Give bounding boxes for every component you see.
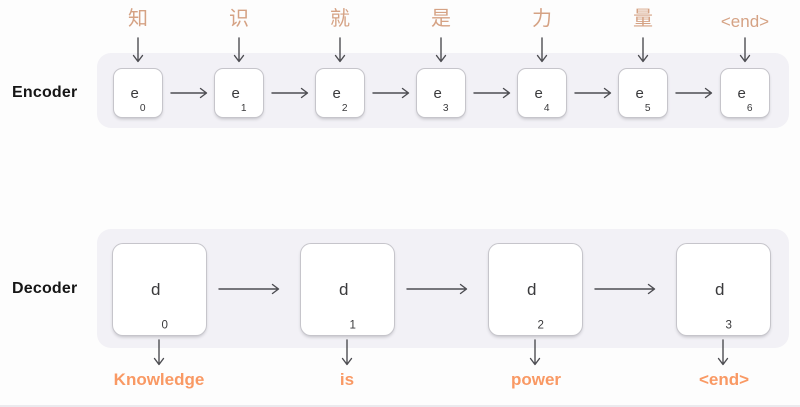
cell-label: e — [737, 84, 746, 102]
down-arrow-icon — [636, 37, 650, 63]
down-arrow-icon — [716, 339, 730, 366]
encoder-input-token: 就 — [330, 8, 350, 30]
cell-subscript: 0 — [139, 102, 146, 114]
right-arrow-icon — [372, 86, 410, 100]
right-arrow-icon — [675, 86, 713, 100]
right-arrow-icon — [271, 86, 309, 100]
encoder-input-token: 知 — [128, 8, 148, 30]
right-arrow-icon — [406, 282, 468, 296]
right-arrow-icon — [574, 86, 612, 100]
cell-label: e — [433, 84, 442, 102]
cell-label: d — [339, 279, 349, 299]
cell-label: e — [635, 84, 644, 102]
decoder-output-token: Knowledge — [113, 370, 205, 389]
cell-label: e — [534, 84, 543, 102]
cell-label: d — [151, 279, 161, 299]
decoder-output-token: power — [510, 370, 562, 389]
cell-label: e — [130, 84, 139, 102]
decoder-output-token: <end> — [698, 370, 750, 389]
right-arrow-icon — [218, 282, 280, 296]
down-arrow-icon — [152, 339, 166, 366]
cell-label: d — [527, 279, 537, 299]
cell-subscript: 6 — [746, 102, 753, 114]
cell-subscript: 1 — [240, 102, 247, 114]
cell-subscript: 5 — [644, 102, 651, 114]
cell-subscript: 4 — [543, 102, 550, 114]
cell-subscript: 0 — [161, 319, 168, 332]
right-arrow-icon — [473, 86, 511, 100]
encoder-input-token: 力 — [532, 8, 552, 30]
right-arrow-icon — [594, 282, 656, 296]
right-arrow-icon — [170, 86, 208, 100]
down-arrow-icon — [434, 37, 448, 63]
cell-subscript: 3 — [725, 319, 732, 332]
cell-subscript: 1 — [349, 319, 356, 332]
encoder-input-token: 量 — [633, 8, 653, 30]
cell-label: d — [715, 279, 725, 299]
cell-subscript: 2 — [537, 319, 544, 332]
down-arrow-icon — [535, 37, 549, 63]
down-arrow-icon — [232, 37, 246, 63]
cell-subscript: 2 — [341, 102, 348, 114]
down-arrow-icon — [528, 339, 542, 366]
encoder-label: Encoder — [12, 84, 78, 101]
cell-subscript: 3 — [442, 102, 449, 114]
down-arrow-icon — [333, 37, 347, 63]
encoder-input-token: <end> — [720, 12, 770, 31]
down-arrow-icon — [738, 37, 752, 63]
encoder-input-token: 识 — [229, 8, 249, 30]
bottom-divider — [0, 405, 800, 407]
down-arrow-icon — [340, 339, 354, 366]
decoder-output-token: is — [339, 370, 355, 389]
encoder-input-token: 是 — [431, 8, 451, 30]
cell-label: e — [231, 84, 240, 102]
down-arrow-icon — [131, 37, 145, 63]
decoder-label: Decoder — [12, 280, 78, 297]
cell-label: e — [332, 84, 341, 102]
